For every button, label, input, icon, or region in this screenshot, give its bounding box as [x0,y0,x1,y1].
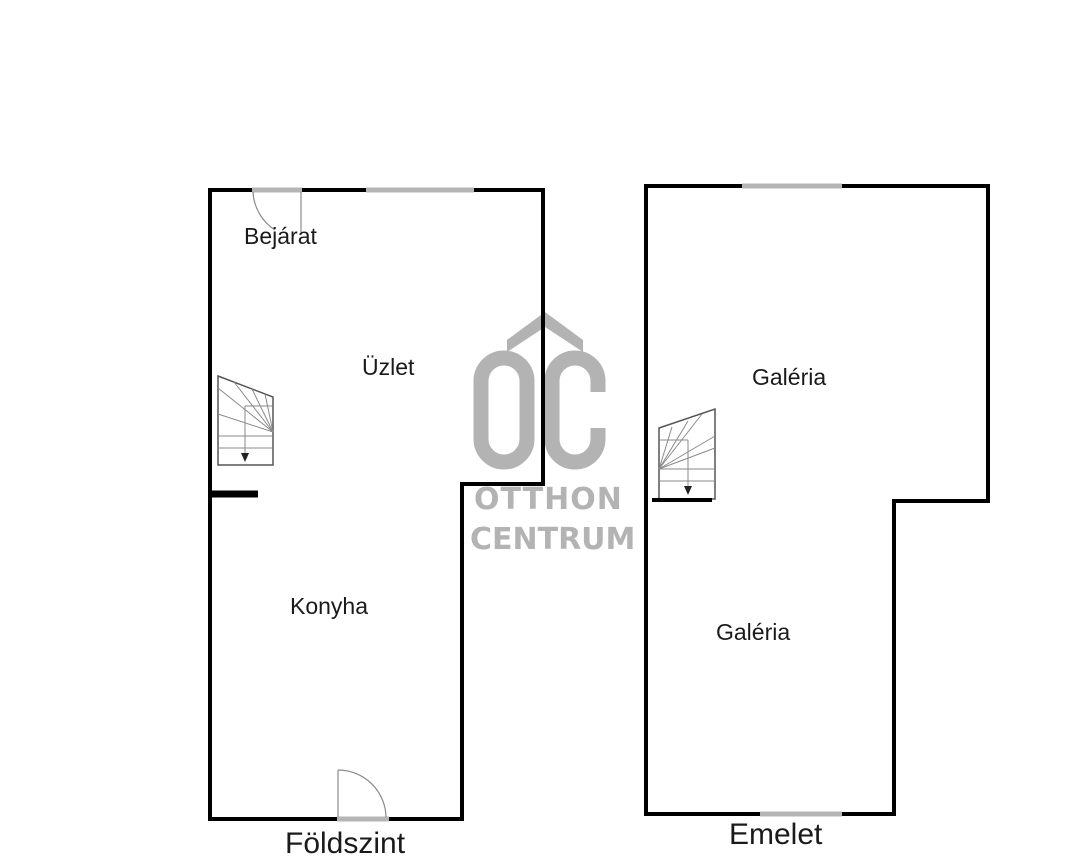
upper-floor-walls [644,184,990,816]
floor-title-ground: Földszint [285,827,406,860]
watermark-line2: CENTRUM [470,522,636,557]
ground-floor-walls [208,188,545,821]
room-label-konyha: Konyha [290,593,369,619]
floor-title-upper: Emelet [729,818,823,851]
upper-stair-icon [658,407,716,500]
upper-stair-arrow-icon [684,486,692,495]
otthon-centrum-logo-icon [473,312,606,470]
back-door-icon [337,769,387,818]
watermark-line1: OTTHON [474,482,623,517]
entrance-door-icon [252,191,302,232]
room-label-bejarat: Bejárat [244,223,317,249]
ground-stair-icon [217,374,274,466]
room-label-galeria-upper: Galéria [752,364,827,390]
ground-stair-arrow-icon [241,453,249,462]
upper-floor-windows [742,183,842,817]
ground-floor-windows [252,187,474,822]
room-label-galeria-lower: Galéria [716,619,791,645]
room-label-uzlet: Üzlet [362,354,415,380]
